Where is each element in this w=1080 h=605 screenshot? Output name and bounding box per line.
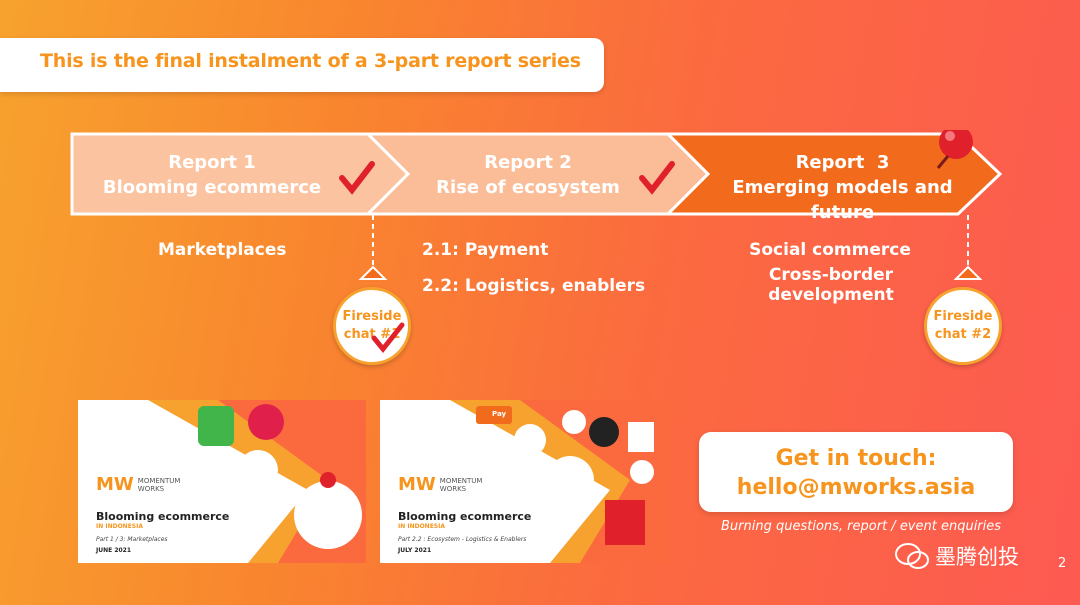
report-2-number: Report 2 <box>484 152 572 173</box>
circle-logo-icon <box>562 410 586 434</box>
topic-cross-border: Cross-border development <box>768 265 894 305</box>
report-3-label: Report 3 Emerging models and future <box>700 150 985 225</box>
triangle-marker-icon <box>953 265 983 280</box>
connector-2 <box>953 215 983 280</box>
delivery-man-icon <box>628 422 654 452</box>
check-icon <box>339 161 375 195</box>
page-number: 2 <box>1058 556 1067 571</box>
topic-logistics: 2.2: Logistics, enablers <box>422 276 646 296</box>
chat-logo-icon <box>630 460 654 484</box>
topic-social-commerce: Social commerce <box>749 240 911 260</box>
topic-marketplaces: Marketplaces <box>158 240 287 260</box>
title-banner <box>0 38 604 92</box>
ninja-icon <box>589 417 619 447</box>
report-1-number: Report 1 <box>168 152 256 173</box>
triangle-marker-icon <box>358 265 388 280</box>
contact-note: Burning questions, report / event enquir… <box>721 519 1002 534</box>
mascot-icon <box>546 456 594 504</box>
report-2-name: Rise of ecosystem <box>436 177 620 198</box>
contact-email-link[interactable]: hello@mworks.asia <box>736 475 976 500</box>
contact-box: Get in touch: hello@mworks.asia <box>699 432 1013 512</box>
report-2-label: Report 2 Rise of ecosystem <box>400 150 656 200</box>
pay-logo-icon <box>476 406 512 424</box>
contact-heading: Get in touch: <box>775 446 937 471</box>
mw-logo-icon: MW <box>398 474 436 495</box>
report-timeline <box>70 130 1003 216</box>
banner-title: This is the final instalment of a 3-part… <box>40 50 581 72</box>
mw-logo-icon: MW <box>96 474 134 495</box>
delivery-box-icon <box>605 500 645 545</box>
check-icon <box>639 161 675 195</box>
report-3-name: Emerging models and future <box>732 177 953 223</box>
bag-logo-icon <box>198 406 234 446</box>
connector-1 <box>358 215 388 280</box>
report-1-label: Report 1 Blooming ecommerce <box>82 150 342 200</box>
mascot-icon <box>238 450 278 490</box>
brand-logo-icon <box>248 404 284 440</box>
topic-payment: 2.1: Payment <box>422 240 549 260</box>
courier-icon <box>514 424 546 456</box>
report-3-number: Report 3 <box>795 152 890 173</box>
chicken-mascot-icon <box>294 481 362 549</box>
report-1-name: Blooming ecommerce <box>102 177 322 198</box>
check-icon <box>371 322 405 353</box>
wechat-icon <box>895 543 929 569</box>
footer-brand: 墨腾创投 <box>895 541 1019 571</box>
